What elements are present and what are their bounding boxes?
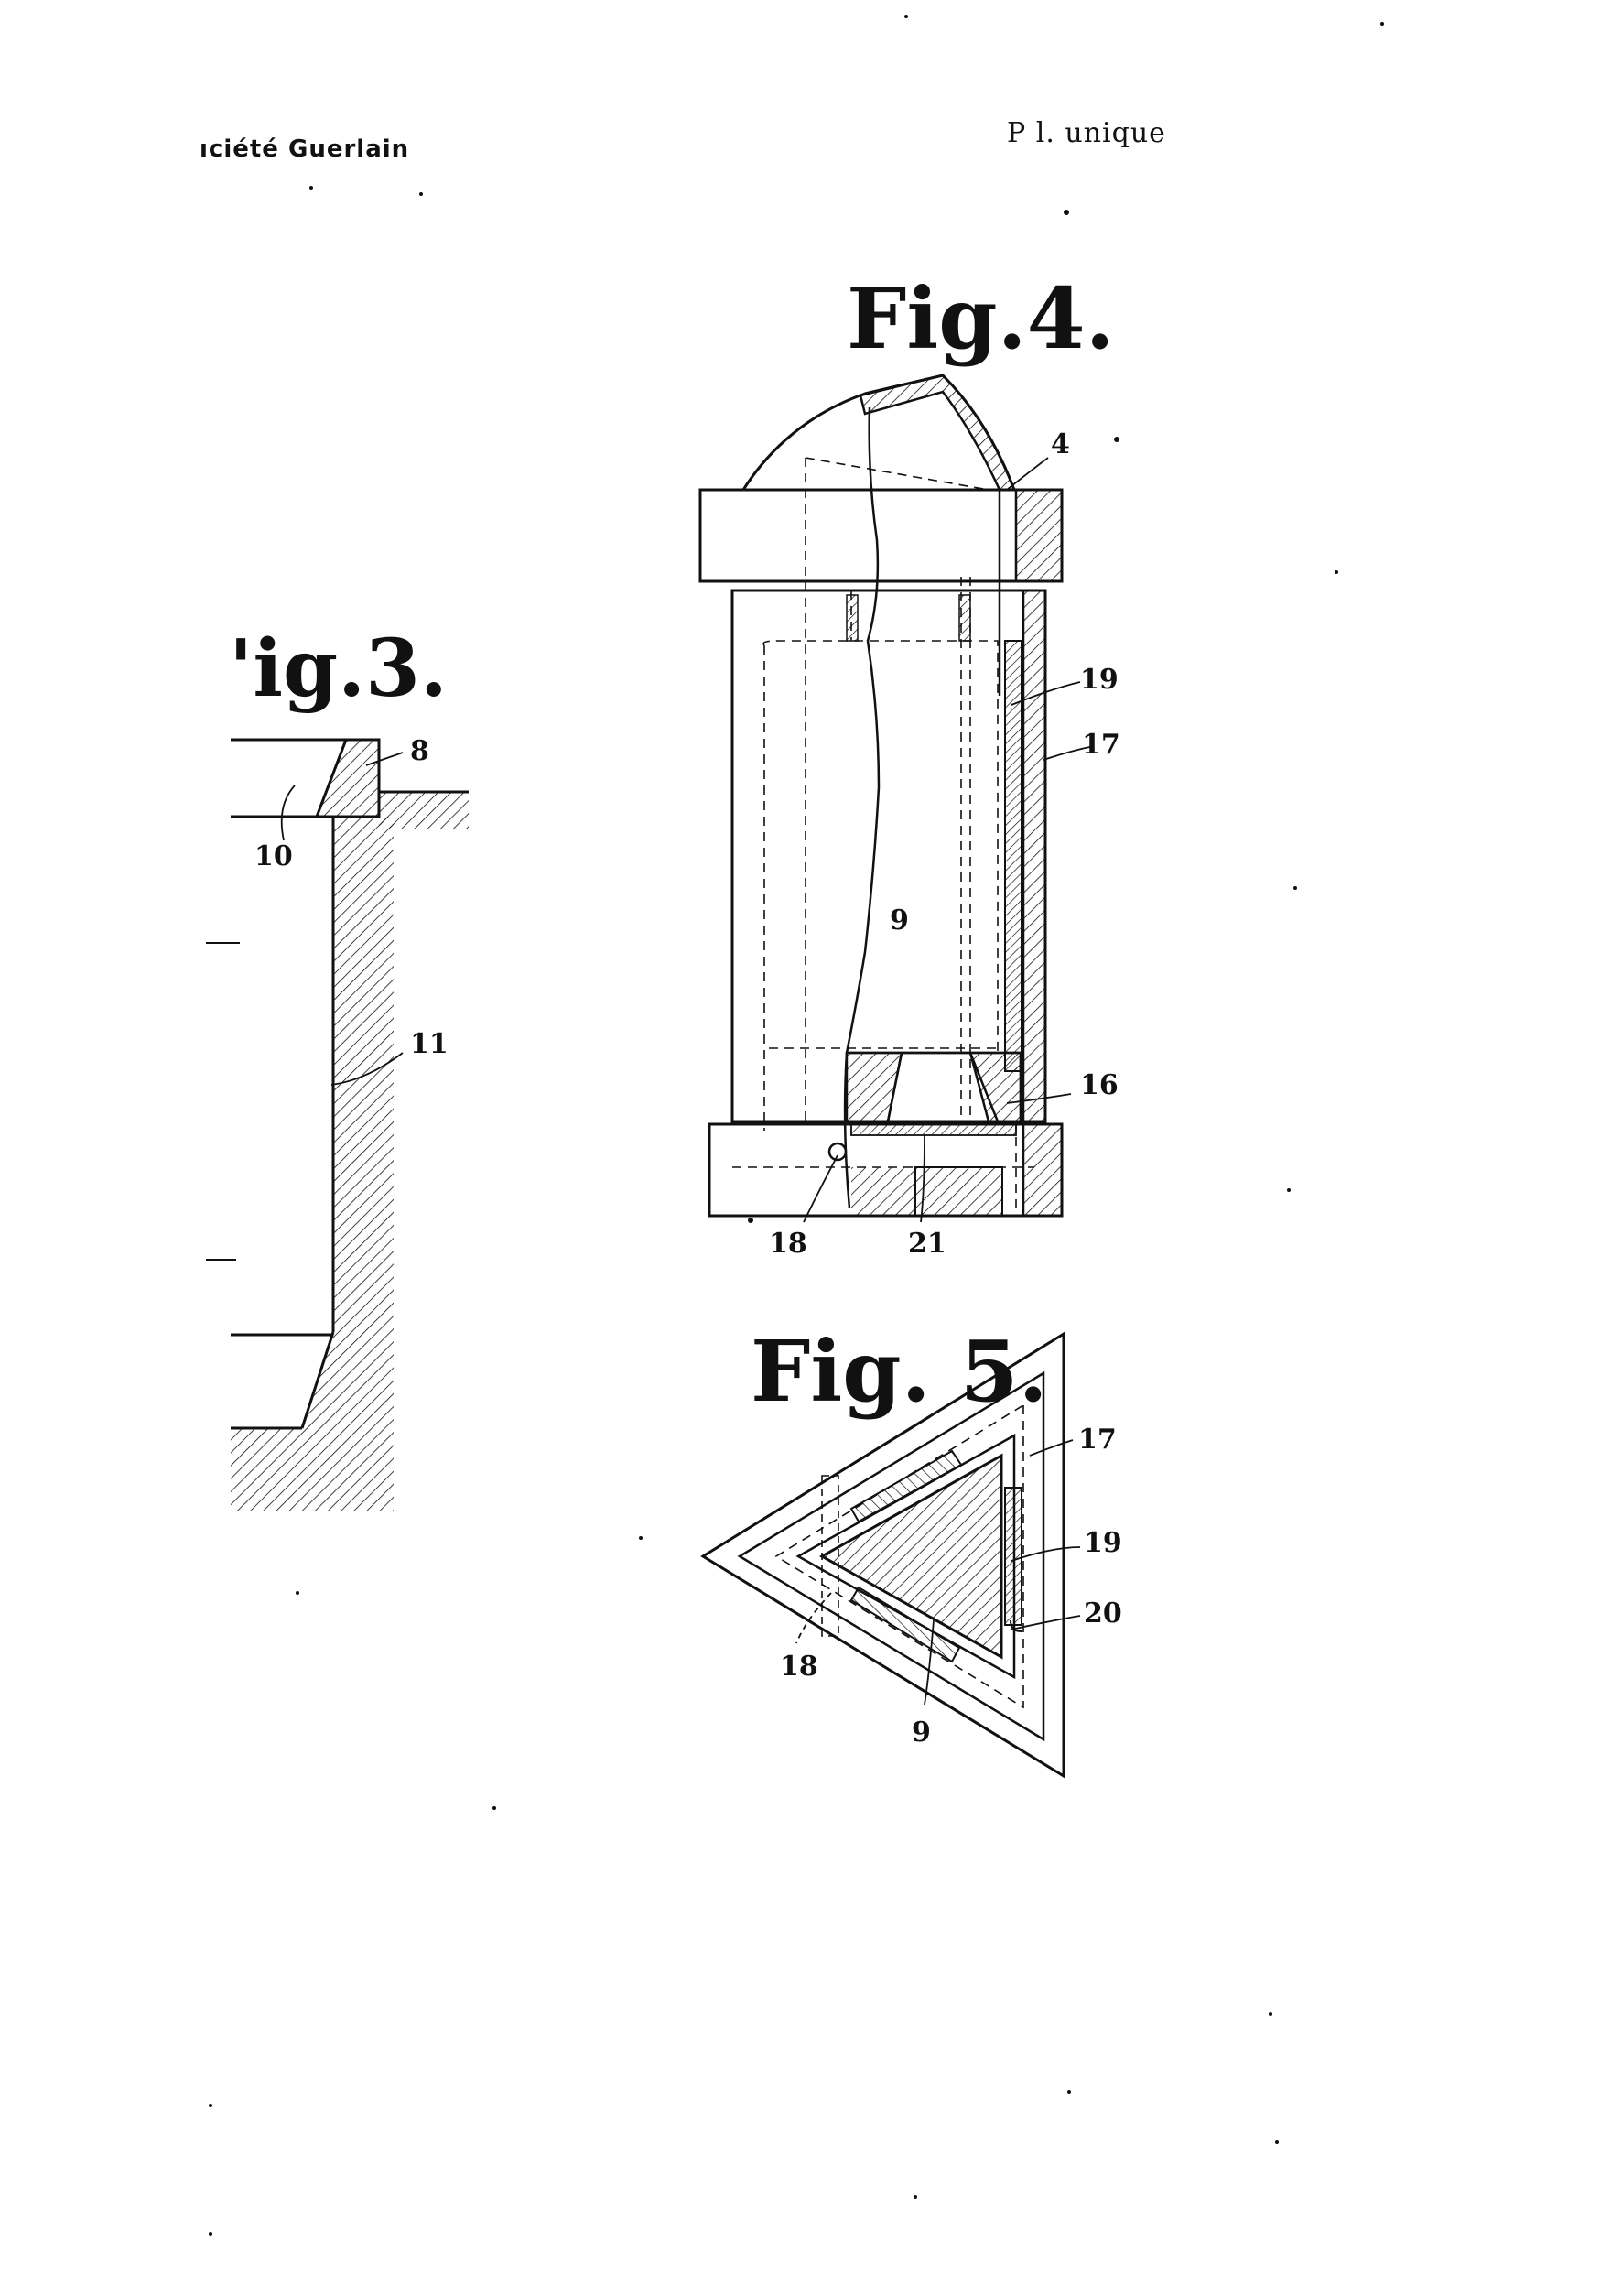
fig3-ref-10: 10	[254, 840, 293, 872]
fig4-ref-4: 4	[1051, 428, 1070, 460]
fig4-ref-21: 21	[908, 1228, 946, 1260]
fig3-ref-11: 11	[410, 1028, 449, 1060]
fig5-ref-9: 9	[912, 1717, 931, 1749]
fig4-ref-18: 18	[769, 1228, 807, 1260]
fig4-ref-19: 19	[1080, 664, 1119, 696]
fig3-ledge	[379, 792, 469, 829]
fig5-outer-triangle	[700, 1331, 1065, 1779]
fig5-ref-20: 20	[1084, 1597, 1122, 1630]
fig4-ref-17: 17	[1082, 729, 1120, 761]
fig5-title: Fig. 5.	[751, 1322, 1048, 1421]
plate-label: P l. unique	[1007, 117, 1166, 149]
fig3-title: 'ig.3.	[229, 623, 448, 715]
fig4-cap-plate	[698, 488, 1064, 583]
figure-5: Fig. 5. 17 19 20 18 9	[700, 1322, 1122, 1779]
scan-specks	[209, 15, 1384, 2236]
fig5-ref-17: 17	[1078, 1424, 1117, 1456]
fig4-ref-16: 16	[1080, 1069, 1119, 1101]
fig5-ref-18: 18	[780, 1651, 818, 1683]
fig5-ref-19: 19	[1084, 1527, 1122, 1559]
fig4-title: Fig.4.	[847, 269, 1115, 368]
fig3-ref-8: 8	[410, 735, 429, 767]
fig4-ref-9: 9	[890, 904, 909, 937]
fig3-wall-11	[231, 817, 394, 1511]
applicant-name: ıciété Guerlain	[200, 135, 410, 163]
fig5-core-9	[818, 1453, 1003, 1660]
fig3-wedge-8	[314, 738, 381, 818]
figure-4: Fig.4.	[698, 269, 1120, 1260]
figure-3: 'ig.3. 8 10 11	[206, 623, 469, 1511]
fig4-pin-18	[827, 1142, 848, 1162]
